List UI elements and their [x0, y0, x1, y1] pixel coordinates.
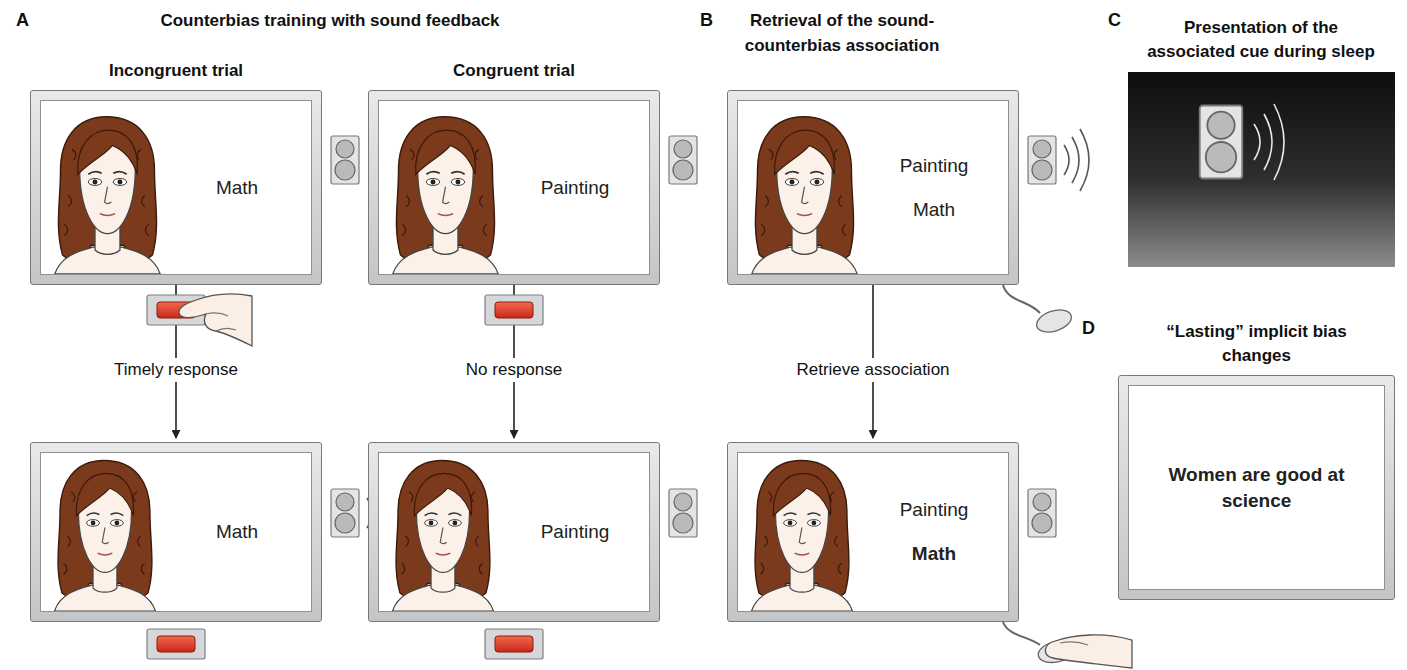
sleep-panel: Presentation of the associated cue durin…	[1128, 72, 1395, 267]
screen-word: Painting	[541, 176, 610, 200]
response-button	[147, 629, 205, 659]
speaker	[1028, 136, 1056, 184]
speaker	[669, 136, 697, 184]
pressing-hand	[179, 294, 252, 346]
screen-word: Math	[216, 520, 258, 544]
monitor-screen: Women are good at science“Lasting” impli…	[1118, 375, 1395, 600]
screen-text-area: PaintingMath	[868, 107, 1000, 268]
screen-text-area: Math	[171, 459, 303, 605]
trial-heading: Incongruent trial	[31, 59, 321, 83]
mouse-cable	[1003, 285, 1040, 313]
mouse-cable	[1003, 622, 1040, 645]
screen-area: Painting	[378, 100, 650, 275]
trial-heading: Congruent trial	[369, 59, 659, 83]
screen-area: Painting	[378, 452, 650, 612]
screen-area: Math	[40, 452, 312, 612]
panel-letter: C	[1108, 8, 1121, 32]
panel-heading: Presentation of the associated cue durin…	[1141, 16, 1381, 64]
screen-area: PaintingMath	[737, 452, 1009, 612]
screen-word: Painting	[900, 498, 969, 522]
computer-mouse	[1034, 306, 1074, 336]
screen-text-area: Math	[171, 107, 303, 268]
monitor-screen: PaintingMath	[727, 442, 1019, 622]
monitor-screen: PaintingMath	[727, 90, 1019, 285]
screen-word: Math	[912, 542, 956, 566]
mouse-hand	[1045, 635, 1132, 668]
face-portrait	[746, 455, 856, 611]
trial-heading: “Lasting” implicit bias changes	[1159, 320, 1354, 368]
arrow-label: No response	[461, 358, 567, 382]
screen-word: Painting	[900, 154, 969, 178]
response-button	[147, 295, 205, 325]
screen-area: PaintingMath	[737, 100, 1009, 275]
face-portrait	[746, 111, 861, 274]
panel-letter: D	[1082, 316, 1095, 340]
response-button	[485, 295, 543, 325]
arrow-label: Timely response	[109, 358, 243, 382]
screen-word: Math	[913, 198, 955, 222]
screen-text-area: Women are good at science	[1159, 392, 1354, 583]
speaker	[331, 489, 359, 537]
screen-text-area: Painting	[509, 107, 641, 268]
speaker	[331, 136, 359, 184]
face-portrait	[49, 111, 164, 274]
screen-word: Women are good at science	[1159, 462, 1354, 514]
monitor-screen: Painting	[368, 442, 660, 622]
computer-mouse	[1036, 638, 1075, 665]
face-portrait	[387, 111, 502, 274]
speaker	[1028, 489, 1056, 537]
arrow-label: Retrieve association	[791, 358, 954, 382]
monitor-screen: Math	[30, 442, 322, 622]
monitor-screen: MathIncongruent trial	[30, 90, 322, 285]
screen-word: Math	[216, 176, 258, 200]
panel-letter: B	[700, 8, 713, 32]
panel-letter: A	[16, 8, 29, 32]
screen-area: Math	[40, 100, 312, 275]
screen-text-area: Painting	[509, 459, 641, 605]
face-portrait	[387, 455, 497, 611]
monitor-screen: PaintingCongruent trial	[368, 90, 660, 285]
screen-text-area: PaintingMath	[868, 459, 1000, 605]
speaker	[669, 489, 697, 537]
screen-word: Painting	[541, 520, 610, 544]
face-portrait	[49, 455, 159, 611]
screen-text-area	[1158, 78, 1365, 261]
panel-title: Retrieval of the sound-counterbias assoc…	[712, 8, 972, 58]
panel-title: Counterbias training with sound feedback	[130, 8, 530, 33]
response-button	[485, 629, 543, 659]
screen-area: Women are good at science	[1128, 385, 1385, 590]
speaker-figure	[1128, 72, 1395, 267]
